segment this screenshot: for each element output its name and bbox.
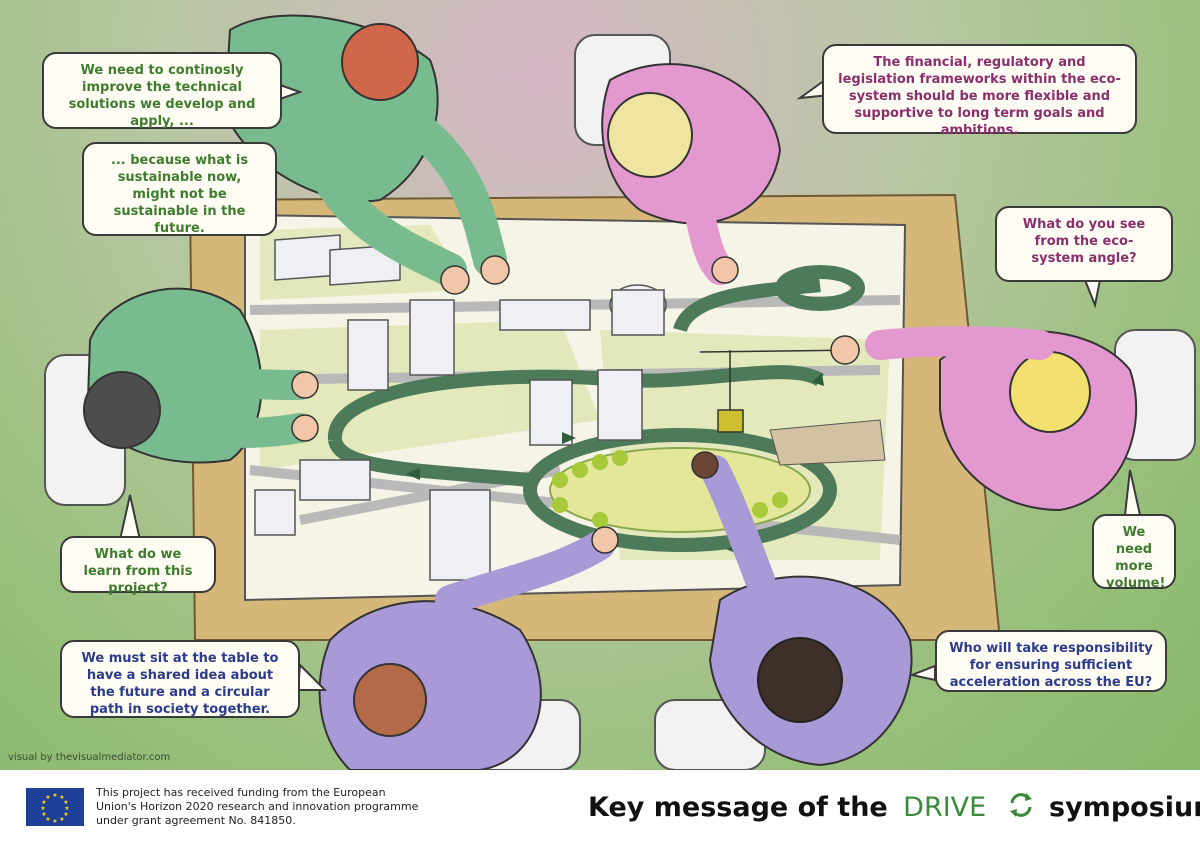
bubble-ecosystem: What do you see from the eco-system angl… <box>995 206 1173 282</box>
svg-text:★: ★ <box>45 794 50 801</box>
svg-text:★: ★ <box>59 816 64 823</box>
svg-text:★: ★ <box>45 816 50 823</box>
svg-text:★: ★ <box>63 811 68 818</box>
bubble-learn: What do we learn from this project? <box>60 536 216 596</box>
bubble-table: We must sit at the table to have a share… <box>60 640 300 718</box>
svg-text:★: ★ <box>40 805 45 812</box>
bubble-because: ... because what is sustainable now, mig… <box>82 142 277 236</box>
svg-text:★: ★ <box>63 799 68 806</box>
illustration-scene: We need to continosly improve the techni… <box>0 0 1200 770</box>
svg-text:★: ★ <box>52 818 57 825</box>
funding-statement: This project has received funding from t… <box>96 786 419 827</box>
table-illustration <box>44 14 1196 770</box>
circular-arrows-icon <box>1006 790 1036 827</box>
svg-text:★: ★ <box>41 811 46 818</box>
bubble-volume: We need more volume! <box>1092 514 1176 591</box>
svg-text:★: ★ <box>59 794 64 801</box>
drive-brand: DRIVE <box>903 792 987 823</box>
title-prefix: Key message of the <box>588 792 888 823</box>
footer: ★★★ ★★★ ★★★ ★★★ This project has receive… <box>0 770 1200 849</box>
eu-flag-icon: ★★★ ★★★ ★★★ ★★★ <box>26 788 84 826</box>
person-purple-bottom <box>318 600 542 770</box>
svg-text:★: ★ <box>52 792 57 799</box>
title-suffix: symposium <box>1049 792 1200 823</box>
bubble-responsibility: Who will take responsibility for ensurin… <box>935 630 1167 692</box>
footer-title: Key message of the DRIVE symposium <box>588 790 1200 827</box>
bubble-financial: The financial, regulatory and legislatio… <box>822 44 1137 138</box>
svg-text:★: ★ <box>64 805 69 812</box>
illustrator-credit: visual by thevisualmediator.com <box>8 752 171 763</box>
svg-text:★: ★ <box>41 799 46 806</box>
bubble-improve: We need to continosly improve the techni… <box>42 52 282 129</box>
